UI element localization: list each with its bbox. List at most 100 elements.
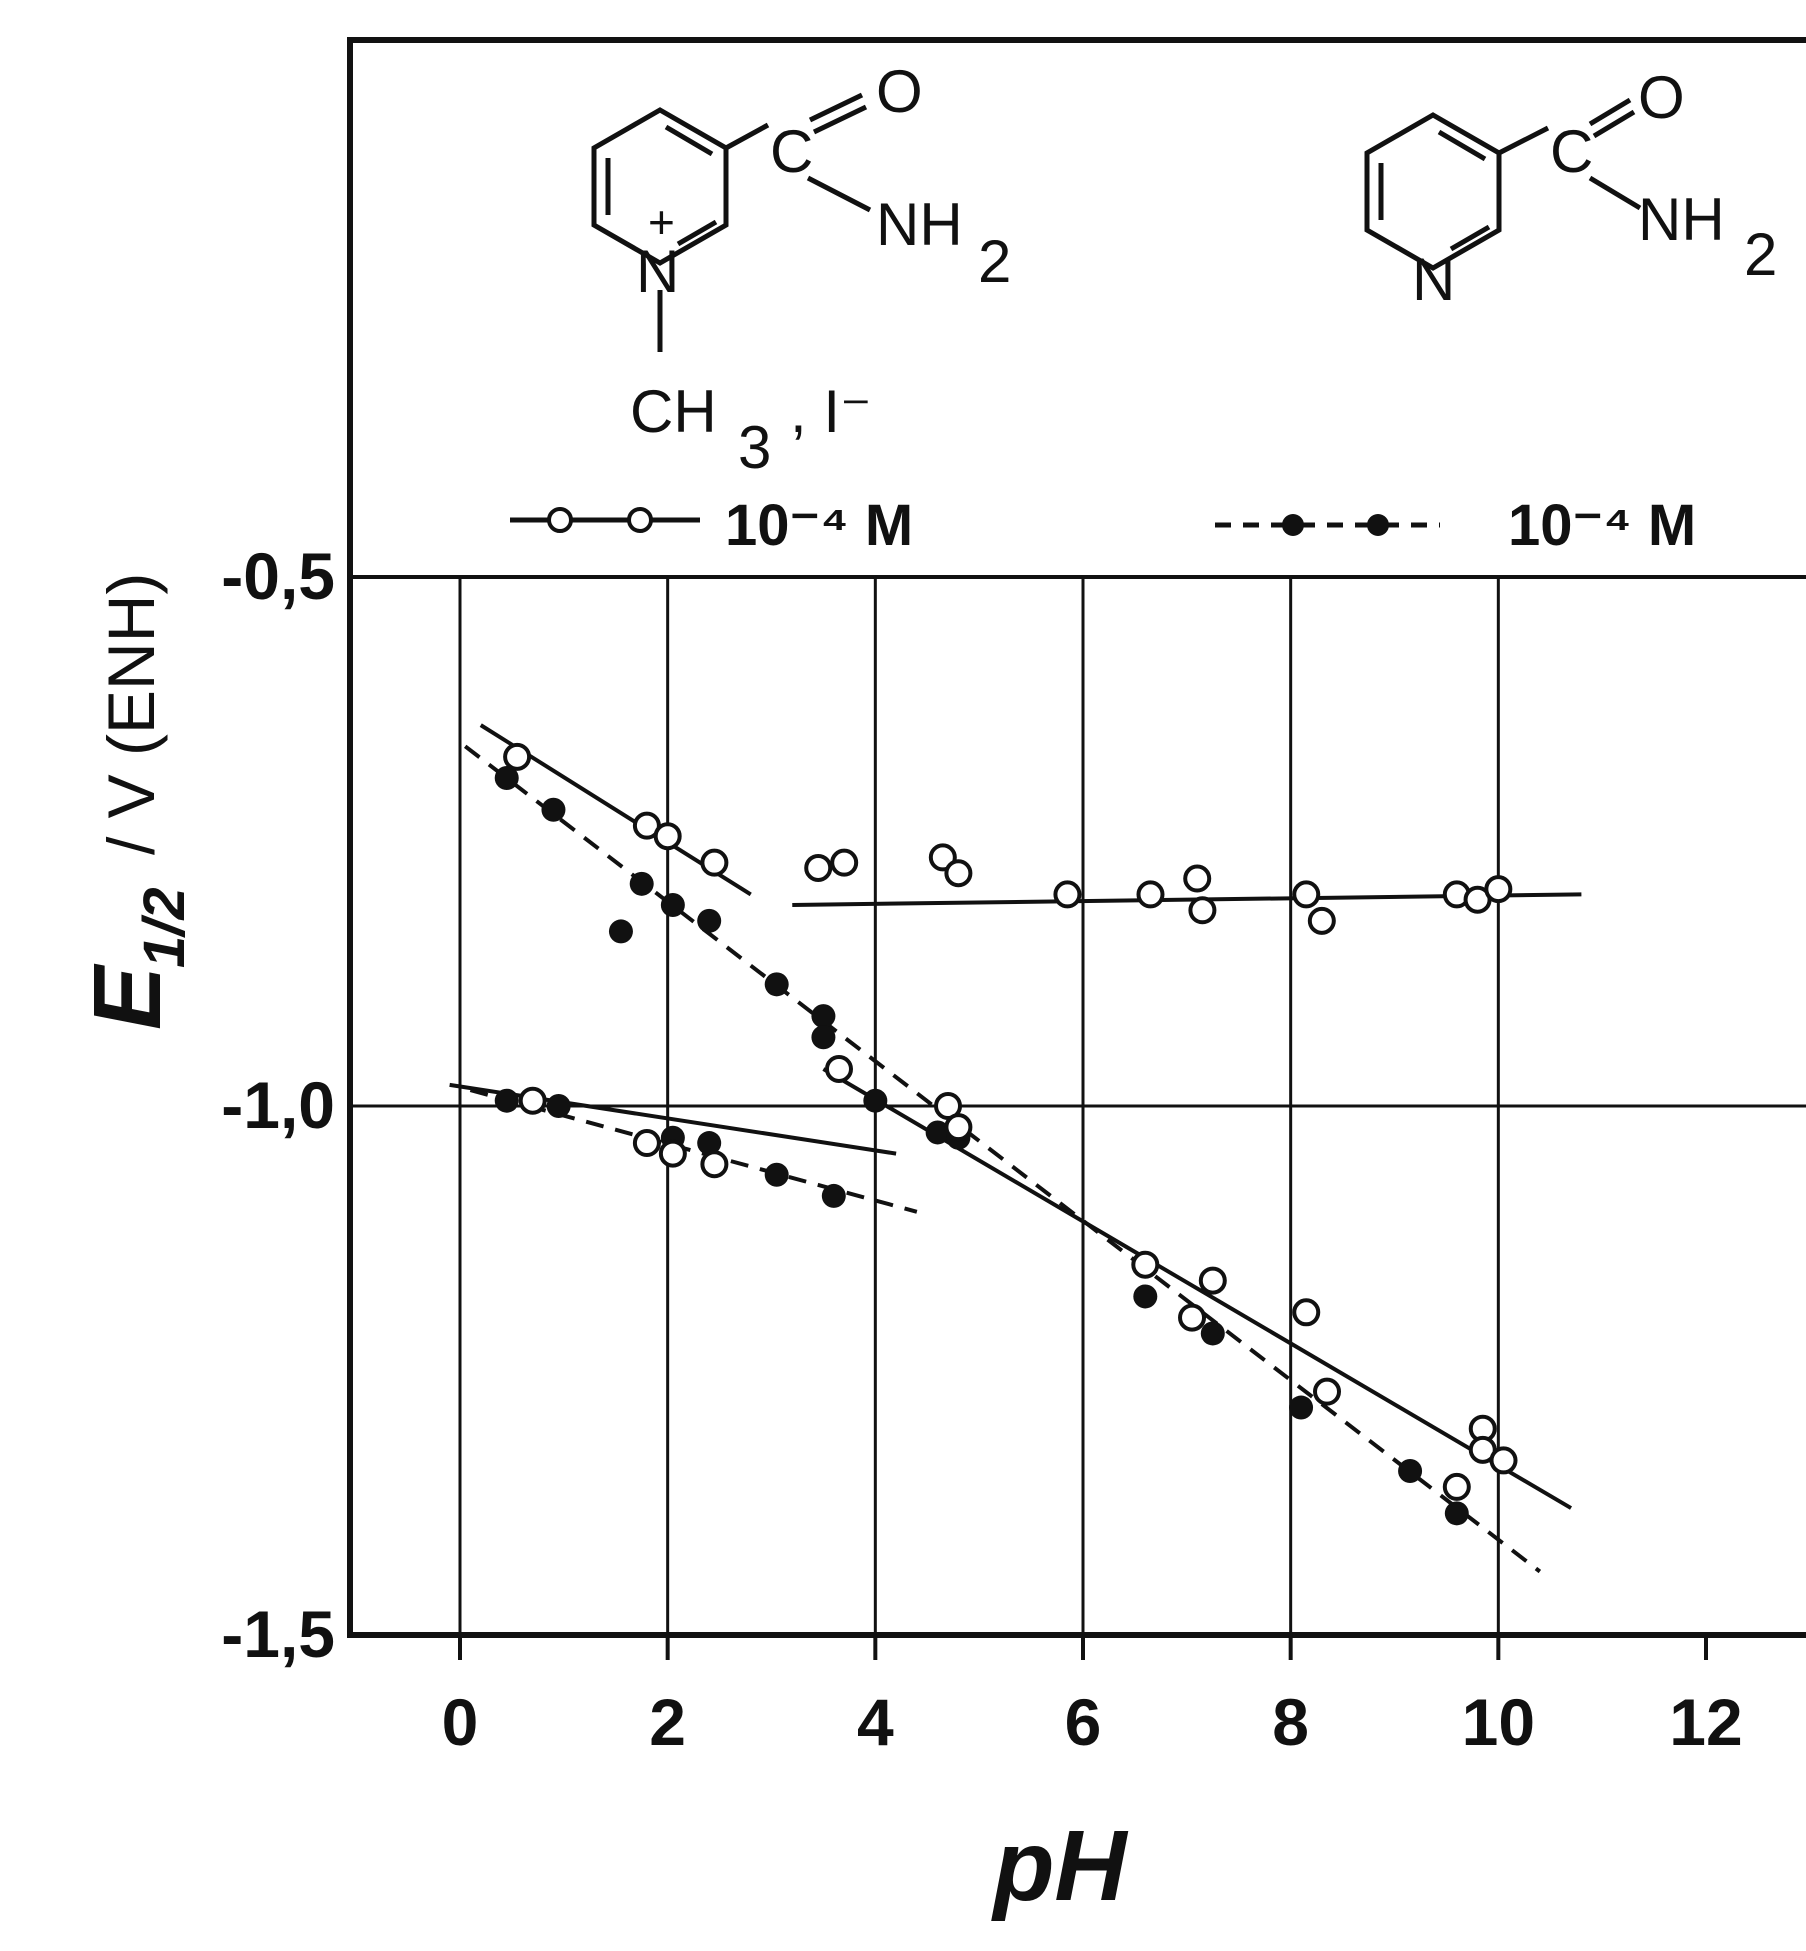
data-point-open xyxy=(1313,1377,1342,1406)
y-axis-title-sub: 1/2 xyxy=(132,887,197,968)
data-point-open xyxy=(700,1150,729,1179)
ring-double-bond xyxy=(1449,224,1491,252)
y-tick-label: -1,0 xyxy=(221,1068,335,1142)
legend-entry-open: 10⁻⁴ M xyxy=(510,493,913,558)
data-point-filled xyxy=(697,1131,722,1156)
y-tick-labels: -0,5 -1,0 -1,5 xyxy=(221,539,335,1671)
data-point-open xyxy=(1292,1298,1321,1327)
struct-left-ch: CH xyxy=(630,378,717,445)
struct-right-sub2: 2 xyxy=(1744,221,1777,288)
data-point-filled xyxy=(660,892,685,917)
struct-right-n: N xyxy=(1412,246,1455,313)
data-point-open xyxy=(658,1139,687,1168)
struct-left-n: N xyxy=(636,238,679,305)
data-point-open xyxy=(700,848,729,877)
struct-left-counterion: , I⁻ xyxy=(790,378,872,445)
data-point-filled xyxy=(1289,1395,1314,1420)
data-point-filled xyxy=(1398,1459,1423,1484)
data-point-filled xyxy=(863,1088,888,1113)
fit-lines xyxy=(449,723,1582,1574)
y-axis-title: E 1/2 / V (ENH) xyxy=(74,573,197,1030)
x-tick-labels: 0 2 4 6 8 10 12 xyxy=(442,1635,1743,1759)
data-point-filled xyxy=(764,1162,789,1187)
data-point-filled xyxy=(541,797,566,822)
data-point-open xyxy=(1136,880,1165,909)
x-tick-label: 12 xyxy=(1669,1685,1742,1759)
data-point-open xyxy=(1292,880,1321,909)
struct-left-c: C xyxy=(770,118,813,185)
data-point-filled xyxy=(821,1183,846,1208)
bond xyxy=(1497,125,1550,156)
data-point-open xyxy=(1131,1250,1160,1279)
data-point-filled xyxy=(1133,1284,1158,1309)
bond xyxy=(724,122,770,151)
data-point-open xyxy=(944,859,973,888)
structure-right xyxy=(1364,97,1642,271)
data-point-open xyxy=(632,1129,661,1158)
data-point-filled xyxy=(811,1025,836,1050)
data-point-filled xyxy=(629,871,654,896)
x-tick-label: 8 xyxy=(1272,1685,1309,1759)
data-point-open xyxy=(1484,875,1513,904)
x-tick-label: 0 xyxy=(442,1685,479,1759)
struct-right-nh: NH xyxy=(1638,186,1725,253)
struct-left-o: O xyxy=(876,58,923,125)
data-point-filled xyxy=(608,919,633,944)
x-tick-label: 10 xyxy=(1462,1685,1535,1759)
fit-line-filled xyxy=(469,1088,918,1214)
y-tick-label: -0,5 xyxy=(221,539,335,613)
ring-double-bond xyxy=(1437,129,1487,162)
struct-left-nh: NH xyxy=(876,191,963,258)
legend-label-open: 10⁻⁴ M xyxy=(725,493,913,558)
struct-left-plus: + xyxy=(648,196,675,248)
carbonyl-bond xyxy=(812,104,868,135)
data-point-open xyxy=(1178,1303,1207,1332)
x-axis-title: pH xyxy=(990,1810,1128,1922)
data-point-open xyxy=(1307,906,1336,935)
data-point-open xyxy=(944,1113,973,1142)
data-point-filled xyxy=(697,908,722,933)
ring-double-bond xyxy=(676,219,718,247)
data-point-open xyxy=(1198,1266,1227,1295)
data-point-open xyxy=(1489,1446,1518,1475)
data-point-open xyxy=(1183,864,1212,893)
carbonyl-bond xyxy=(1592,109,1636,139)
data-point-filled xyxy=(811,1004,836,1029)
struct-right-c: C xyxy=(1550,118,1593,185)
data-point-open xyxy=(824,1054,853,1083)
x-tick-label: 4 xyxy=(857,1685,894,1759)
x-tick-label: 2 xyxy=(649,1685,686,1759)
y-axis-title-unit: / V (ENH) xyxy=(94,573,168,855)
data-point-open xyxy=(1053,880,1082,909)
carbonyl-bond xyxy=(1588,97,1632,127)
struct-left-sub2: 2 xyxy=(978,228,1011,295)
amide-bond xyxy=(806,175,872,213)
data-point-open xyxy=(1442,1472,1471,1501)
plot-frame xyxy=(347,37,1806,1638)
data-point-open xyxy=(653,822,682,851)
y-tick-label: -1,5 xyxy=(221,1597,335,1671)
legend-label-filled: 10⁻⁴ M xyxy=(1508,493,1696,558)
data-point-filled xyxy=(546,1094,571,1118)
data-point-filled xyxy=(494,1088,519,1113)
data-point-filled xyxy=(1444,1501,1469,1526)
legend-entry-filled: 10⁻⁴ M xyxy=(1215,493,1696,558)
data-points xyxy=(494,742,1518,1526)
data-point-open xyxy=(1188,896,1217,925)
data-point-open xyxy=(518,1086,547,1115)
carbonyl-bond xyxy=(808,92,864,123)
structure-left xyxy=(591,92,872,352)
ring-double-bond xyxy=(664,124,714,157)
data-point-open xyxy=(830,848,859,877)
amide-bond xyxy=(1588,175,1642,211)
data-point-filled xyxy=(925,1120,950,1145)
x-tick-label: 6 xyxy=(1065,1685,1102,1759)
grid xyxy=(350,577,1806,1635)
data-point-open xyxy=(503,742,532,771)
struct-left-sub3: 3 xyxy=(738,414,771,481)
data-point-filled xyxy=(764,972,789,997)
y-axis-title-main: E xyxy=(74,963,181,1030)
struct-right-o: O xyxy=(1638,64,1685,131)
data-point-filled xyxy=(494,766,519,791)
